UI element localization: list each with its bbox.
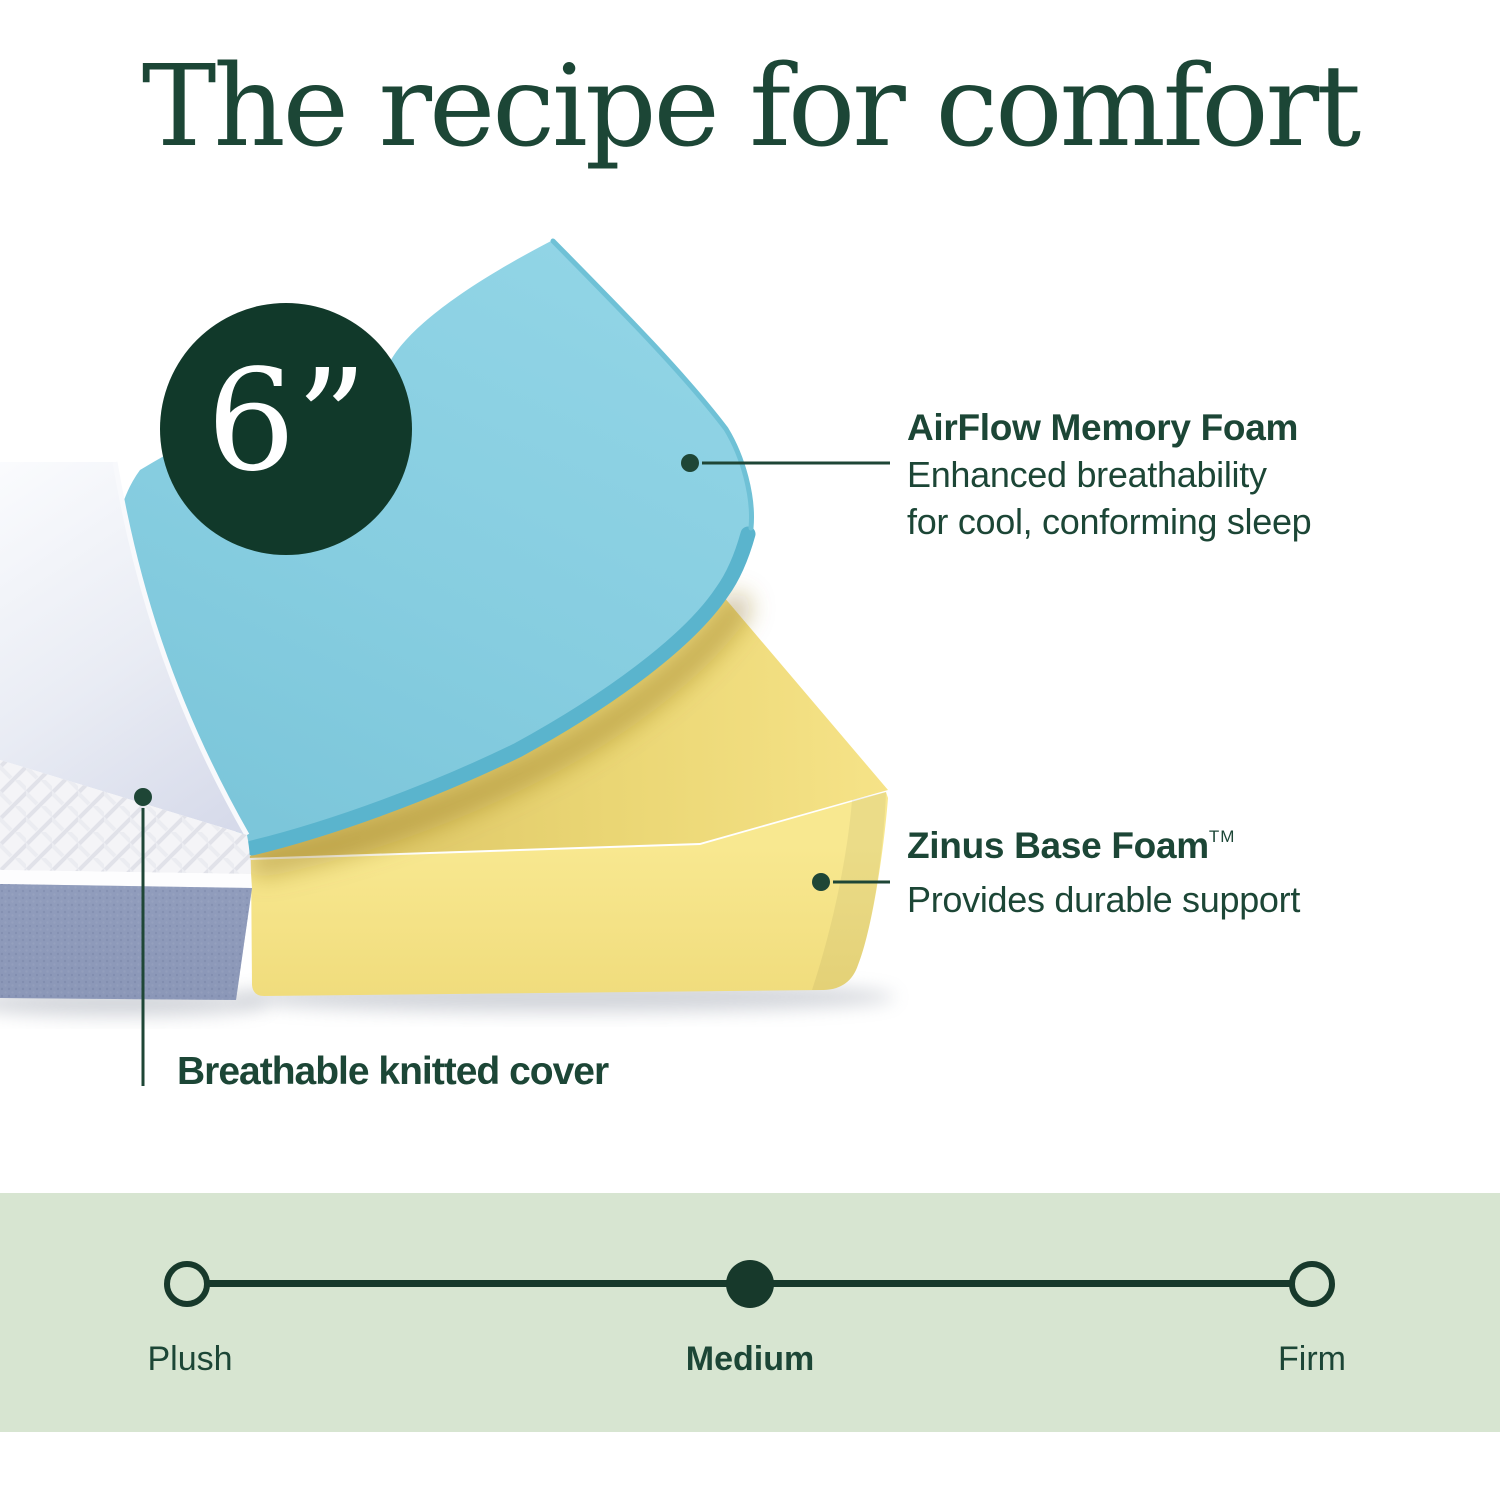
- memory-foam-desc-line1: Enhanced breathability: [907, 454, 1267, 495]
- cover-leader-dot: [134, 788, 152, 806]
- firmness-scale-section: Plush Medium Firm: [0, 1193, 1500, 1432]
- thickness-badge-circle: [160, 303, 412, 555]
- memory-foam-title: AirFlow Memory Foam: [907, 407, 1299, 448]
- mattress-cover-layer: [0, 461, 252, 1000]
- base-foam-title-text: Zinus Base Foam: [907, 825, 1209, 866]
- trademark-superscript: TM: [1208, 827, 1236, 846]
- memory-foam-leader-dot: [681, 454, 699, 472]
- base-foam-callout: Zinus Base FoamTM Provides durable suppo…: [907, 822, 1300, 923]
- base-foam-desc-line1: Provides durable support: [907, 879, 1301, 920]
- base-foam-title: Zinus Base FoamTM: [907, 822, 1300, 876]
- cover-callout-label: Breathable knitted cover: [177, 1050, 609, 1093]
- page-title: The recipe for comfort: [141, 42, 1361, 172]
- memory-foam-layer: [114, 238, 756, 856]
- thickness-badge: 6”: [206, 340, 368, 503]
- firmness-selected-marker: [726, 1260, 774, 1308]
- firmness-label-firm: Firm: [1278, 1340, 1346, 1378]
- base-foam-leader-dot: [812, 873, 830, 891]
- memory-foam-desc-line2: for cool, conforming sleep: [907, 501, 1312, 542]
- firmness-label-plush: Plush: [147, 1340, 233, 1378]
- callout-leader-lines: [134, 454, 890, 1086]
- firmness-firm-marker: [1289, 1261, 1335, 1307]
- firmness-plush-marker: [164, 1261, 210, 1307]
- firmness-label-medium: Medium: [685, 1340, 815, 1378]
- memory-foam-callout: AirFlow Memory Foam Enhanced breathabili…: [907, 404, 1312, 545]
